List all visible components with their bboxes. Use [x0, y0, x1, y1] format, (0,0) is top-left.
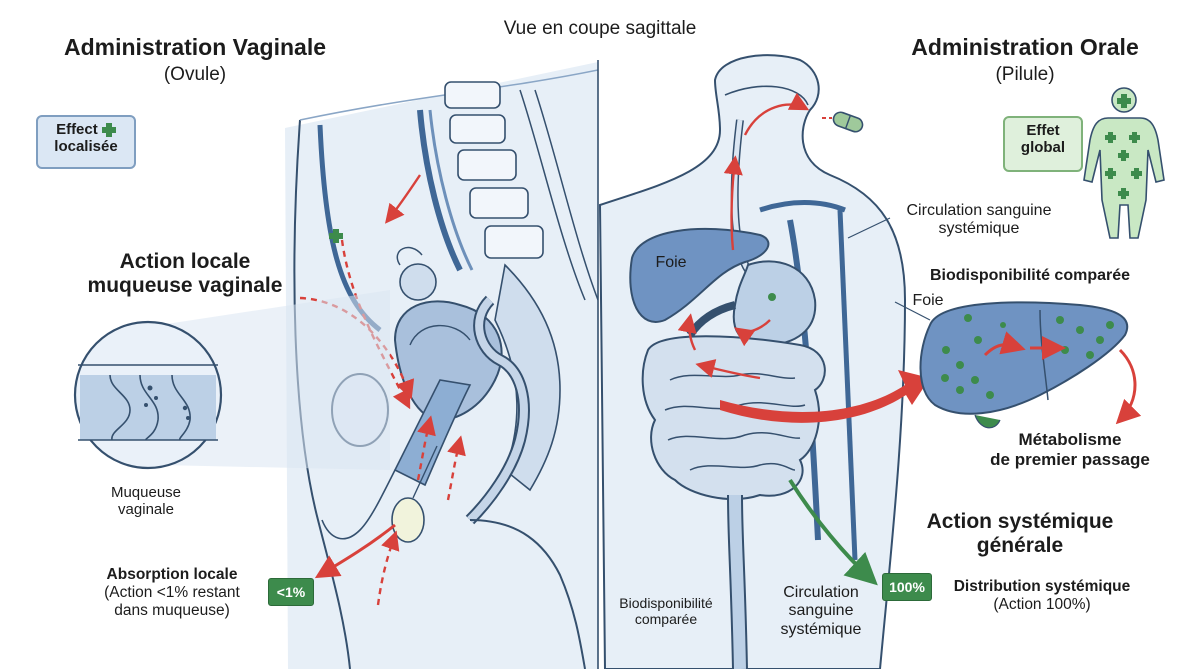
local-action-line1: Action locale [119, 250, 251, 273]
ovule-icon [391, 497, 425, 543]
metab-line1: Métabolisme [1018, 430, 1122, 449]
right-title: Administration Orale [911, 34, 1139, 60]
systemic-action-line1: Action systémique [926, 510, 1114, 533]
distribution-label: Distribution systémique (Action 100%) [936, 578, 1148, 614]
distribution-title: Distribution systémique [953, 578, 1131, 595]
green-cross-icon [101, 123, 116, 138]
bio-bottom-line2: comparée [634, 611, 698, 628]
systemic-circulation-bottom-label: Circulation sanguine systémique [766, 584, 876, 639]
mucosa-label: Muqueuse vaginale [86, 484, 206, 519]
absorption-line2: (Action <1% restant [104, 583, 240, 601]
first-pass-arrow [720, 370, 930, 423]
liver-zoom-label: Foie [912, 292, 944, 309]
green-cross-icon [329, 229, 343, 243]
spine [444, 81, 598, 492]
localized-effect-line2: localisée [54, 138, 118, 156]
global-effect-badge: Effet global [1003, 116, 1083, 172]
absorption-title: Absorption locale [106, 566, 238, 583]
bioavailability-title: Biodisponibilité comparée [929, 267, 1131, 284]
absorption-label: Absorption locale (Action <1% restant da… [82, 566, 262, 619]
human-figure-icon [1083, 87, 1165, 239]
local-action-line2: muqueuse vaginale [87, 274, 283, 298]
view-title: Vue en coupe sagittale [503, 18, 697, 39]
pill-icon [832, 111, 864, 133]
left-subtitle: (Ovule) [163, 64, 227, 85]
mucosa-line1: Muqueuse [110, 484, 182, 501]
first-pass-label: Métabolisme de premier passage [975, 430, 1165, 469]
left-title: Administration Vaginale [64, 34, 326, 60]
liver-zoom [919, 301, 1142, 429]
circ-top-line2: systémique [938, 220, 1020, 238]
systemic-action-line2: générale [976, 534, 1064, 558]
bio-bottom-line1: Biodisponibilité [619, 595, 713, 611]
liver-label: Foie [655, 254, 687, 271]
systemic-action-label: Action systémique générale [910, 510, 1130, 558]
metab-line2: de premier passage [990, 449, 1150, 469]
torso-frontal-view [598, 54, 930, 669]
circ-bottom-line1: Circulation [783, 584, 859, 601]
circ-bottom-line3: systémique [780, 620, 862, 638]
global-effect-line1: Effet [1026, 122, 1060, 139]
localized-effect-badge: Effect localisée [36, 115, 136, 169]
mucosa-line2: vaginale [118, 501, 174, 519]
global-effect-line2: global [1020, 139, 1066, 157]
pelvis-sagittal-view [285, 62, 598, 669]
distribution-line2: (Action 100%) [993, 595, 1091, 613]
liver [629, 227, 770, 323]
absorption-line3: dans muqueuse) [114, 601, 230, 619]
circ-bottom-line2: sanguine [788, 602, 854, 620]
systemic-percent-badge: 100% [882, 573, 932, 601]
systemic-circulation-top-label: Circulation sanguine systémique [884, 202, 1074, 239]
local-percent-badge: <1% [268, 578, 314, 606]
bioavailability-bottom-label: Biodisponibilité comparée [606, 595, 726, 627]
right-subtitle: (Pilule) [995, 64, 1055, 85]
localized-effect-line1: Effect [56, 121, 98, 138]
local-action-label: Action locale muqueuse vaginale [70, 250, 300, 298]
magnifier-inset-icon [73, 290, 390, 470]
circ-top-line1: Circulation sanguine [906, 202, 1052, 219]
